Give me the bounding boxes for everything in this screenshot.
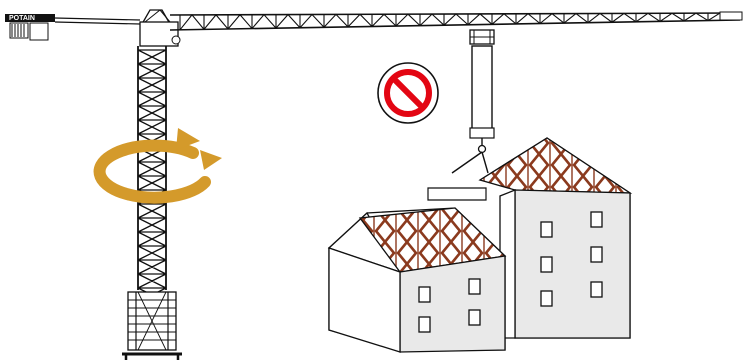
- ballast-base-icon: [122, 292, 182, 360]
- lattice-mast-icon: [138, 46, 166, 302]
- building-left: [329, 208, 505, 352]
- lattice-jib-icon: [170, 12, 742, 30]
- counterweight-icon: POTAIN: [5, 14, 140, 40]
- brand-label: POTAIN: [9, 15, 35, 22]
- no-entry-icon: [378, 63, 438, 123]
- hook-block-icon: [470, 30, 494, 153]
- sling-icon: [452, 152, 488, 173]
